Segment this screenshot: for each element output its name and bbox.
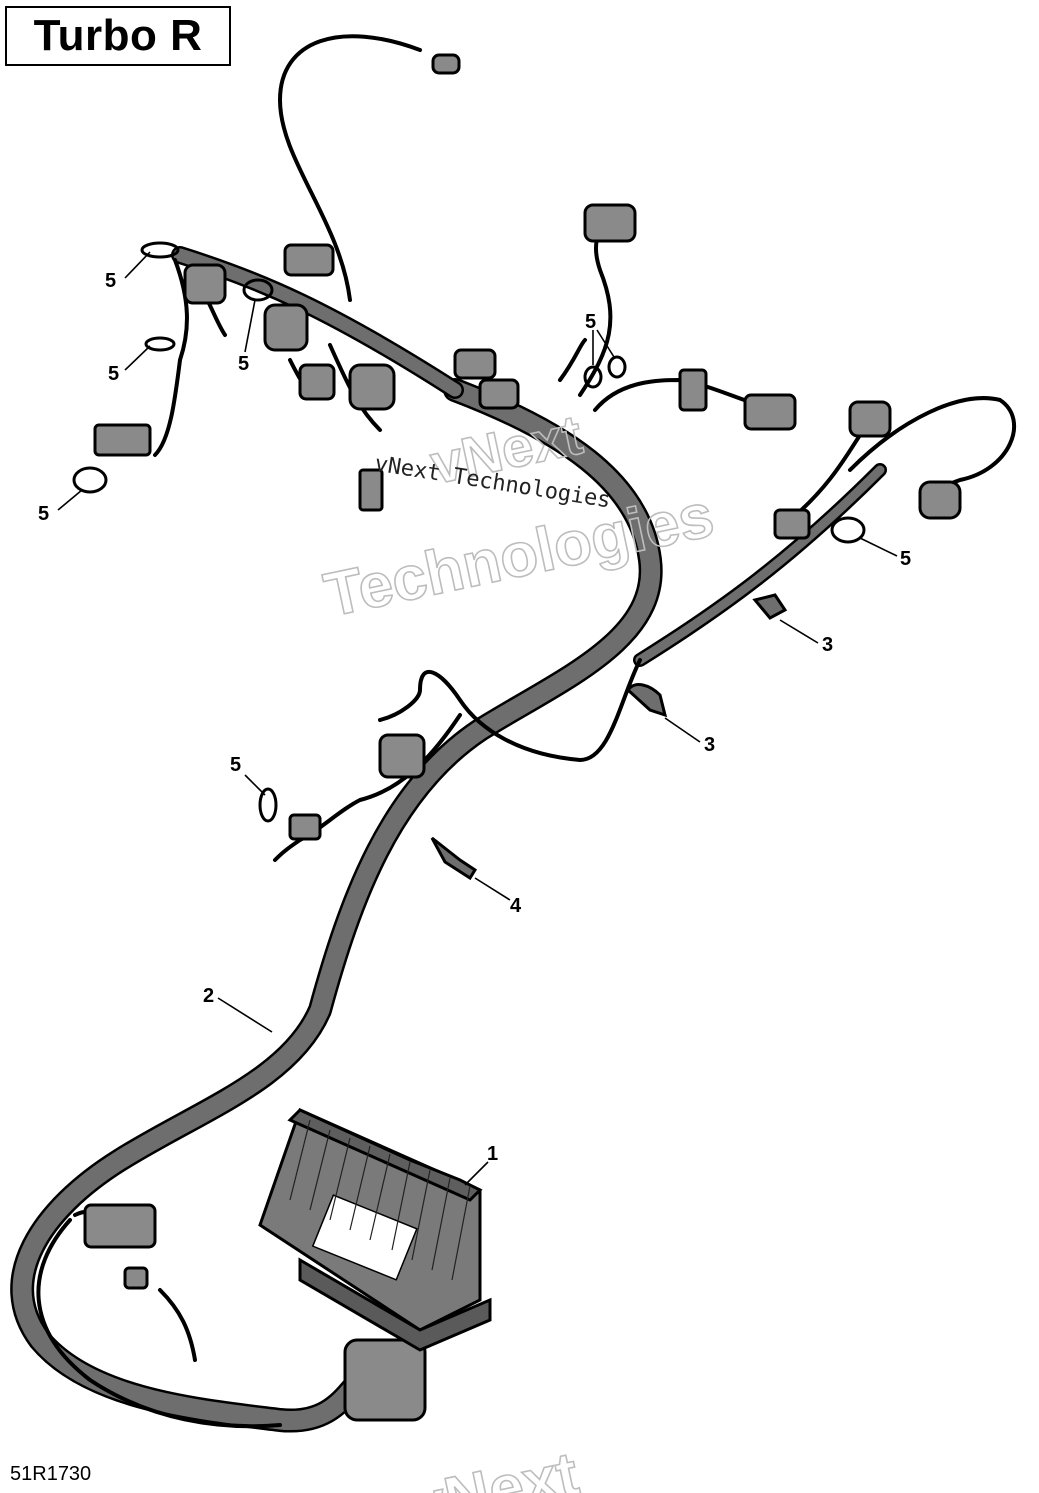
engine-control-module [258,1107,492,1352]
harness-clip [626,683,668,718]
connector-block [83,1203,157,1249]
drawing-code: 51R1730 [10,1463,92,1485]
end-cap [431,53,461,75]
sensor-plug [848,400,892,438]
injector-connector [183,263,227,305]
sensor-connector [298,363,336,401]
injector-connector [263,303,309,352]
harness-clips [430,593,788,881]
small-connector [288,813,322,841]
harness-connectors [83,53,962,1422]
connector-cap [123,1266,149,1290]
callout-3: 3 [704,734,715,756]
cable-tie [583,365,603,389]
cable-tie [140,241,180,259]
callout-4: 4 [510,895,522,917]
ecm-label-plate [311,1194,418,1281]
plug-connector [678,368,708,412]
callout-5: 5 [238,353,249,375]
callout-5: 5 [900,548,911,570]
callout-1: 1 [487,1143,498,1165]
main-connector [343,1338,427,1422]
callout-5: 5 [105,270,116,292]
cable-tie [72,466,108,494]
plug-connector [743,393,797,431]
rail-connector [478,378,520,410]
sensor-connector [378,733,426,779]
harness-clip [752,593,788,620]
sensor-plug [583,203,637,243]
cable-tie [144,336,176,352]
fastener-clip [430,836,478,881]
ground-connector [93,423,152,457]
cable-tie [242,278,274,302]
callout-5: 5 [38,503,49,525]
bracket-connector [358,468,384,512]
watermark-bottom: vNext [405,1439,585,1493]
title-box: Turbo R [5,6,231,66]
cable-tie [258,787,278,823]
cable-tie [830,516,866,544]
rail-connector [283,243,335,277]
callout-2: 2 [203,985,214,1007]
sensor-plug [918,480,962,520]
callout-5: 5 [585,311,596,333]
callout-leaders [57,251,898,1186]
callout-5: 5 [230,754,241,776]
callout-3: 3 [822,634,833,656]
page-title: Turbo R [33,11,203,60]
injector-connector [348,363,396,411]
inline-connector [773,508,811,540]
cable-tie [607,355,627,379]
rail-connector [453,348,497,380]
cable-ties [72,241,866,823]
callout-5: 5 [108,363,119,385]
